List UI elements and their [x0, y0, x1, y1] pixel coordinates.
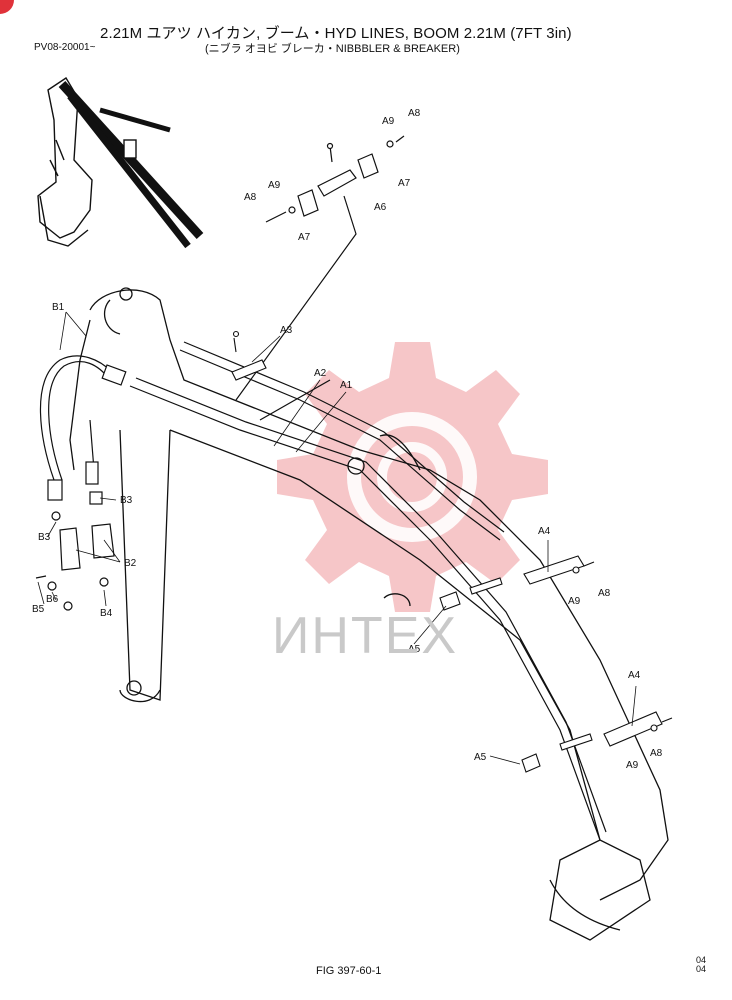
callout-a8-lower: A8 — [650, 748, 663, 759]
callout-a9-left: A9 — [268, 180, 281, 191]
callout-a4: A4 — [538, 526, 551, 537]
inset-boom-thumbnail — [37, 77, 204, 249]
callout-a5-lower: A5 — [474, 752, 487, 763]
watermark-gear-icon — [277, 342, 548, 612]
boom-clamps — [231, 330, 673, 773]
callout-b1: B1 — [52, 302, 65, 313]
figure-number: FIG 397-60-1 — [316, 965, 382, 977]
clamp-assembly-top — [235, 135, 405, 401]
page-title: 2.21M ユアツ ハイカン, ブーム・HYD LINES, BOOM 2.21… — [100, 25, 572, 42]
callout-a8-top: A8 — [408, 108, 421, 119]
callout-b2: B2 — [124, 558, 137, 569]
callout-a9-mid: A9 — [568, 596, 581, 607]
callout-b3-left: B3 — [38, 532, 51, 543]
callout-labels: A1 A2 A3 A4 A4 A5 A5 A6 A7 A7 A8 A8 A8 A… — [32, 108, 663, 771]
callout-a8-left: A8 — [244, 192, 257, 203]
callout-b4: B4 — [100, 608, 113, 619]
callout-a1: A1 — [340, 380, 353, 391]
page-code-top: 04 — [696, 955, 707, 965]
callout-b6: B6 — [46, 594, 59, 605]
hose-assembly-left — [35, 355, 127, 611]
callout-a2: A2 — [314, 368, 327, 379]
callout-b5: B5 — [32, 604, 45, 615]
callout-a3: A3 — [280, 325, 293, 336]
leader-lines — [37, 311, 637, 765]
callout-a4-lower: A4 — [628, 670, 641, 681]
watermark-text: ИНТЕХ — [272, 607, 459, 665]
serial-range: PV08-20001~ — [34, 42, 96, 53]
page-subtitle: (ニブラ オヨビ ブレーカ・NIBBBLER & BREAKER) — [205, 43, 460, 55]
callout-a6: A6 — [374, 202, 387, 213]
page-code-bottom: 04 — [696, 964, 707, 974]
callout-a7-right: A7 — [398, 178, 411, 189]
callout-b3-right: B3 — [120, 495, 133, 506]
callout-a8-mid: A8 — [598, 588, 611, 599]
callout-a9-top: A9 — [382, 116, 395, 127]
callout-a7-left: A7 — [298, 232, 311, 243]
hydraulic-lines — [129, 341, 607, 841]
callout-a9-lower: A9 — [626, 760, 639, 771]
callout-a5: A5 — [408, 644, 421, 655]
